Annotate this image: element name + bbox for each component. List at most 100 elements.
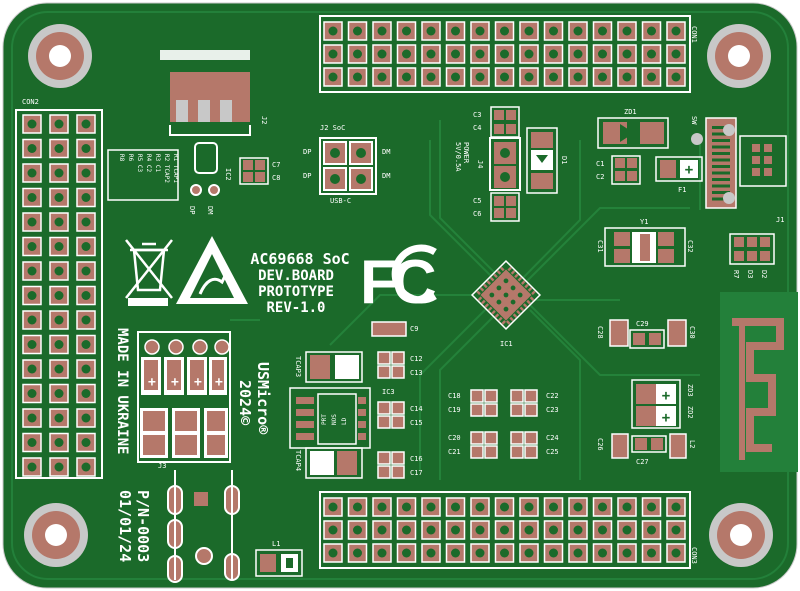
qfn-pin	[477, 296, 483, 301]
con1-pin-hole	[647, 72, 656, 82]
con2-pin-hole	[54, 364, 64, 374]
con2-pin-hole	[81, 340, 91, 349]
qfn-pin	[531, 290, 536, 296]
con2-pin-hole	[54, 119, 64, 129]
con3-pin-hole	[426, 548, 436, 558]
qfn-via	[496, 299, 502, 305]
con3-pin-hole	[622, 525, 632, 535]
svg-text:+: +	[148, 375, 156, 390]
label-vin: 5V/0.5A	[454, 142, 462, 172]
label-y1: Y1	[640, 218, 648, 226]
con2-pin-hole	[54, 168, 64, 178]
con2-pin-hole	[27, 389, 37, 398]
mounting-hole-bl	[24, 503, 88, 567]
con3-pin-hole	[622, 502, 632, 512]
con3-pin-hole	[377, 548, 387, 558]
l1-inductor	[255, 549, 303, 577]
con1-pin-hole	[451, 26, 460, 36]
con1-pin-hole	[647, 49, 656, 59]
esd-warning-icon	[176, 236, 248, 304]
con1-pin-hole	[402, 26, 411, 36]
qfn-pin	[501, 320, 507, 325]
con2-pin-hole	[27, 193, 37, 202]
label-l1: L1	[272, 540, 280, 548]
con2-pin-hole	[81, 168, 91, 178]
con2-pin-hole	[81, 291, 91, 300]
con3-pin-hole	[451, 502, 460, 512]
con2-pin-hole	[81, 217, 91, 227]
label-c9: C9	[410, 325, 418, 333]
con3-pin-hole	[549, 548, 558, 558]
qfn-pin	[476, 290, 481, 296]
ic2-part	[190, 142, 220, 196]
con1-pin-hole	[573, 49, 583, 59]
label-c2: C2	[596, 173, 604, 181]
con1-pin-hole	[524, 49, 534, 59]
label-d3: D3	[746, 270, 754, 278]
label-c5: C5	[473, 197, 481, 205]
qfn-pin	[526, 299, 531, 305]
label-c21: C21	[448, 448, 461, 456]
j1-usbc-connector	[691, 117, 787, 209]
con1-pin-hole	[500, 49, 509, 59]
label-power: POWER	[462, 142, 470, 164]
usbc-pin	[712, 178, 730, 181]
qfn-via	[503, 278, 509, 284]
con3-pin-hole	[647, 502, 656, 512]
label-j2-soc: J2 SoC	[320, 124, 345, 132]
c26-c27-l2	[611, 433, 687, 459]
label-c13: C13	[410, 369, 423, 377]
qfn-pin	[520, 280, 526, 285]
con3-pin-hole	[647, 548, 656, 558]
weee-bin-icon	[125, 239, 173, 306]
label-c26: C26	[596, 438, 604, 451]
con2-pin-hole	[27, 168, 37, 178]
label-j3: J3	[158, 462, 166, 470]
con2-pin-hole	[27, 315, 37, 325]
label-usbc: USB-C	[330, 197, 351, 205]
board-date: 01/01/24	[116, 490, 134, 562]
qfn-via	[503, 306, 509, 312]
con1-pin-hole	[451, 49, 460, 59]
con2-pin-hole	[81, 193, 91, 202]
tcap3	[305, 351, 363, 383]
qfn-pin	[527, 287, 533, 292]
qfn-via	[517, 292, 523, 298]
label-c23: C23	[546, 406, 559, 414]
con2-pin-hole	[27, 144, 37, 153]
con3-pin-hole	[475, 502, 485, 512]
con1-pin-hole	[475, 26, 485, 36]
con3-pin-hole	[353, 525, 362, 535]
label-tcap3: TCAP3	[294, 356, 302, 377]
con2-pin-hole	[27, 291, 37, 300]
label-con2: CON2	[22, 98, 39, 106]
con2-pin-hole	[54, 389, 64, 398]
con2-pin-hole	[27, 413, 37, 423]
label-c16: C16	[410, 455, 423, 463]
qfn-pin	[493, 273, 498, 279]
qfn-pin	[519, 306, 525, 312]
con1-pin-hole	[402, 49, 411, 59]
ic1-qfn	[470, 259, 542, 331]
label-c7: C7	[272, 161, 280, 169]
qfn-pin	[489, 276, 495, 282]
qfn-pin	[484, 303, 490, 308]
qfn-pin	[498, 316, 503, 322]
con2-pin-hole	[81, 144, 91, 153]
con3-pin-hole	[500, 525, 509, 535]
label-c29: C29	[636, 320, 649, 328]
usbc-pin	[712, 139, 730, 142]
made-in-ukraine: MADE IN UKRAINE	[114, 328, 130, 454]
con1-pin-hole	[353, 72, 362, 82]
con3-pin-hole	[426, 525, 436, 535]
con3-pin-hole	[402, 502, 411, 512]
con2-pin-hole	[81, 242, 91, 251]
con2-pin-hole	[54, 438, 64, 447]
con3-pin-hole	[328, 548, 338, 558]
qfn-pin	[522, 303, 528, 308]
con3-pin-hole	[426, 502, 436, 512]
con1-pin-hole	[353, 49, 362, 59]
label-c8: C8	[272, 174, 280, 182]
